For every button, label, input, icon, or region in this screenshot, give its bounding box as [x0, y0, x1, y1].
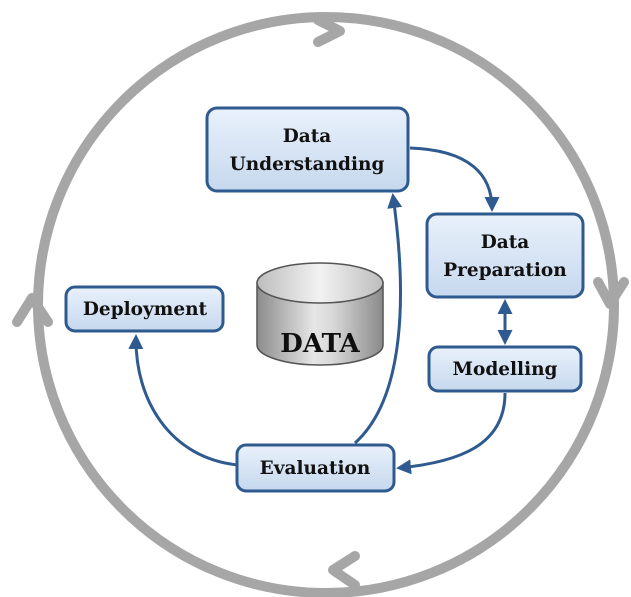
node-box [64, 285, 225, 333]
node-label-line1: Data [283, 126, 332, 147]
node-data-preparation: Data Preparation [425, 212, 585, 299]
node-box [205, 106, 410, 193]
arrow-evaluation-to-deployment [128, 334, 239, 467]
node-label: Modelling [453, 359, 558, 380]
data-label: DATA [280, 329, 360, 359]
node-box [427, 345, 583, 393]
outer-arrow-right [593, 277, 629, 309]
arrow-evaluation-to-understanding [353, 193, 403, 445]
flow-arrows [128, 146, 513, 475]
outer-cycle [12, 12, 629, 597]
arrow-modelling-to-evaluation [396, 392, 507, 475]
outer-arrow-left [12, 293, 53, 327]
node-data-understanding: Data Understanding [205, 106, 410, 193]
node-modelling: Modelling [427, 345, 583, 393]
node-deployment: Deployment [64, 285, 225, 333]
node-label: Deployment [83, 299, 208, 320]
arrow-understanding-to-preparation [409, 146, 500, 212]
cylinder-top [256, 262, 384, 304]
data-cylinder: DATA [256, 262, 384, 366]
node-evaluation: Evaluation [235, 443, 396, 493]
node-box [425, 212, 585, 299]
node-box [235, 443, 396, 493]
outer-arrow-bottom [328, 551, 360, 590]
node-label-line2: Preparation [443, 260, 567, 281]
node-label-line1: Data [481, 232, 530, 253]
outer-arrow-top [313, 15, 345, 47]
node-label-line2: Understanding [230, 154, 385, 175]
node-label: Evaluation [260, 458, 371, 479]
cylinder-body [256, 282, 384, 366]
